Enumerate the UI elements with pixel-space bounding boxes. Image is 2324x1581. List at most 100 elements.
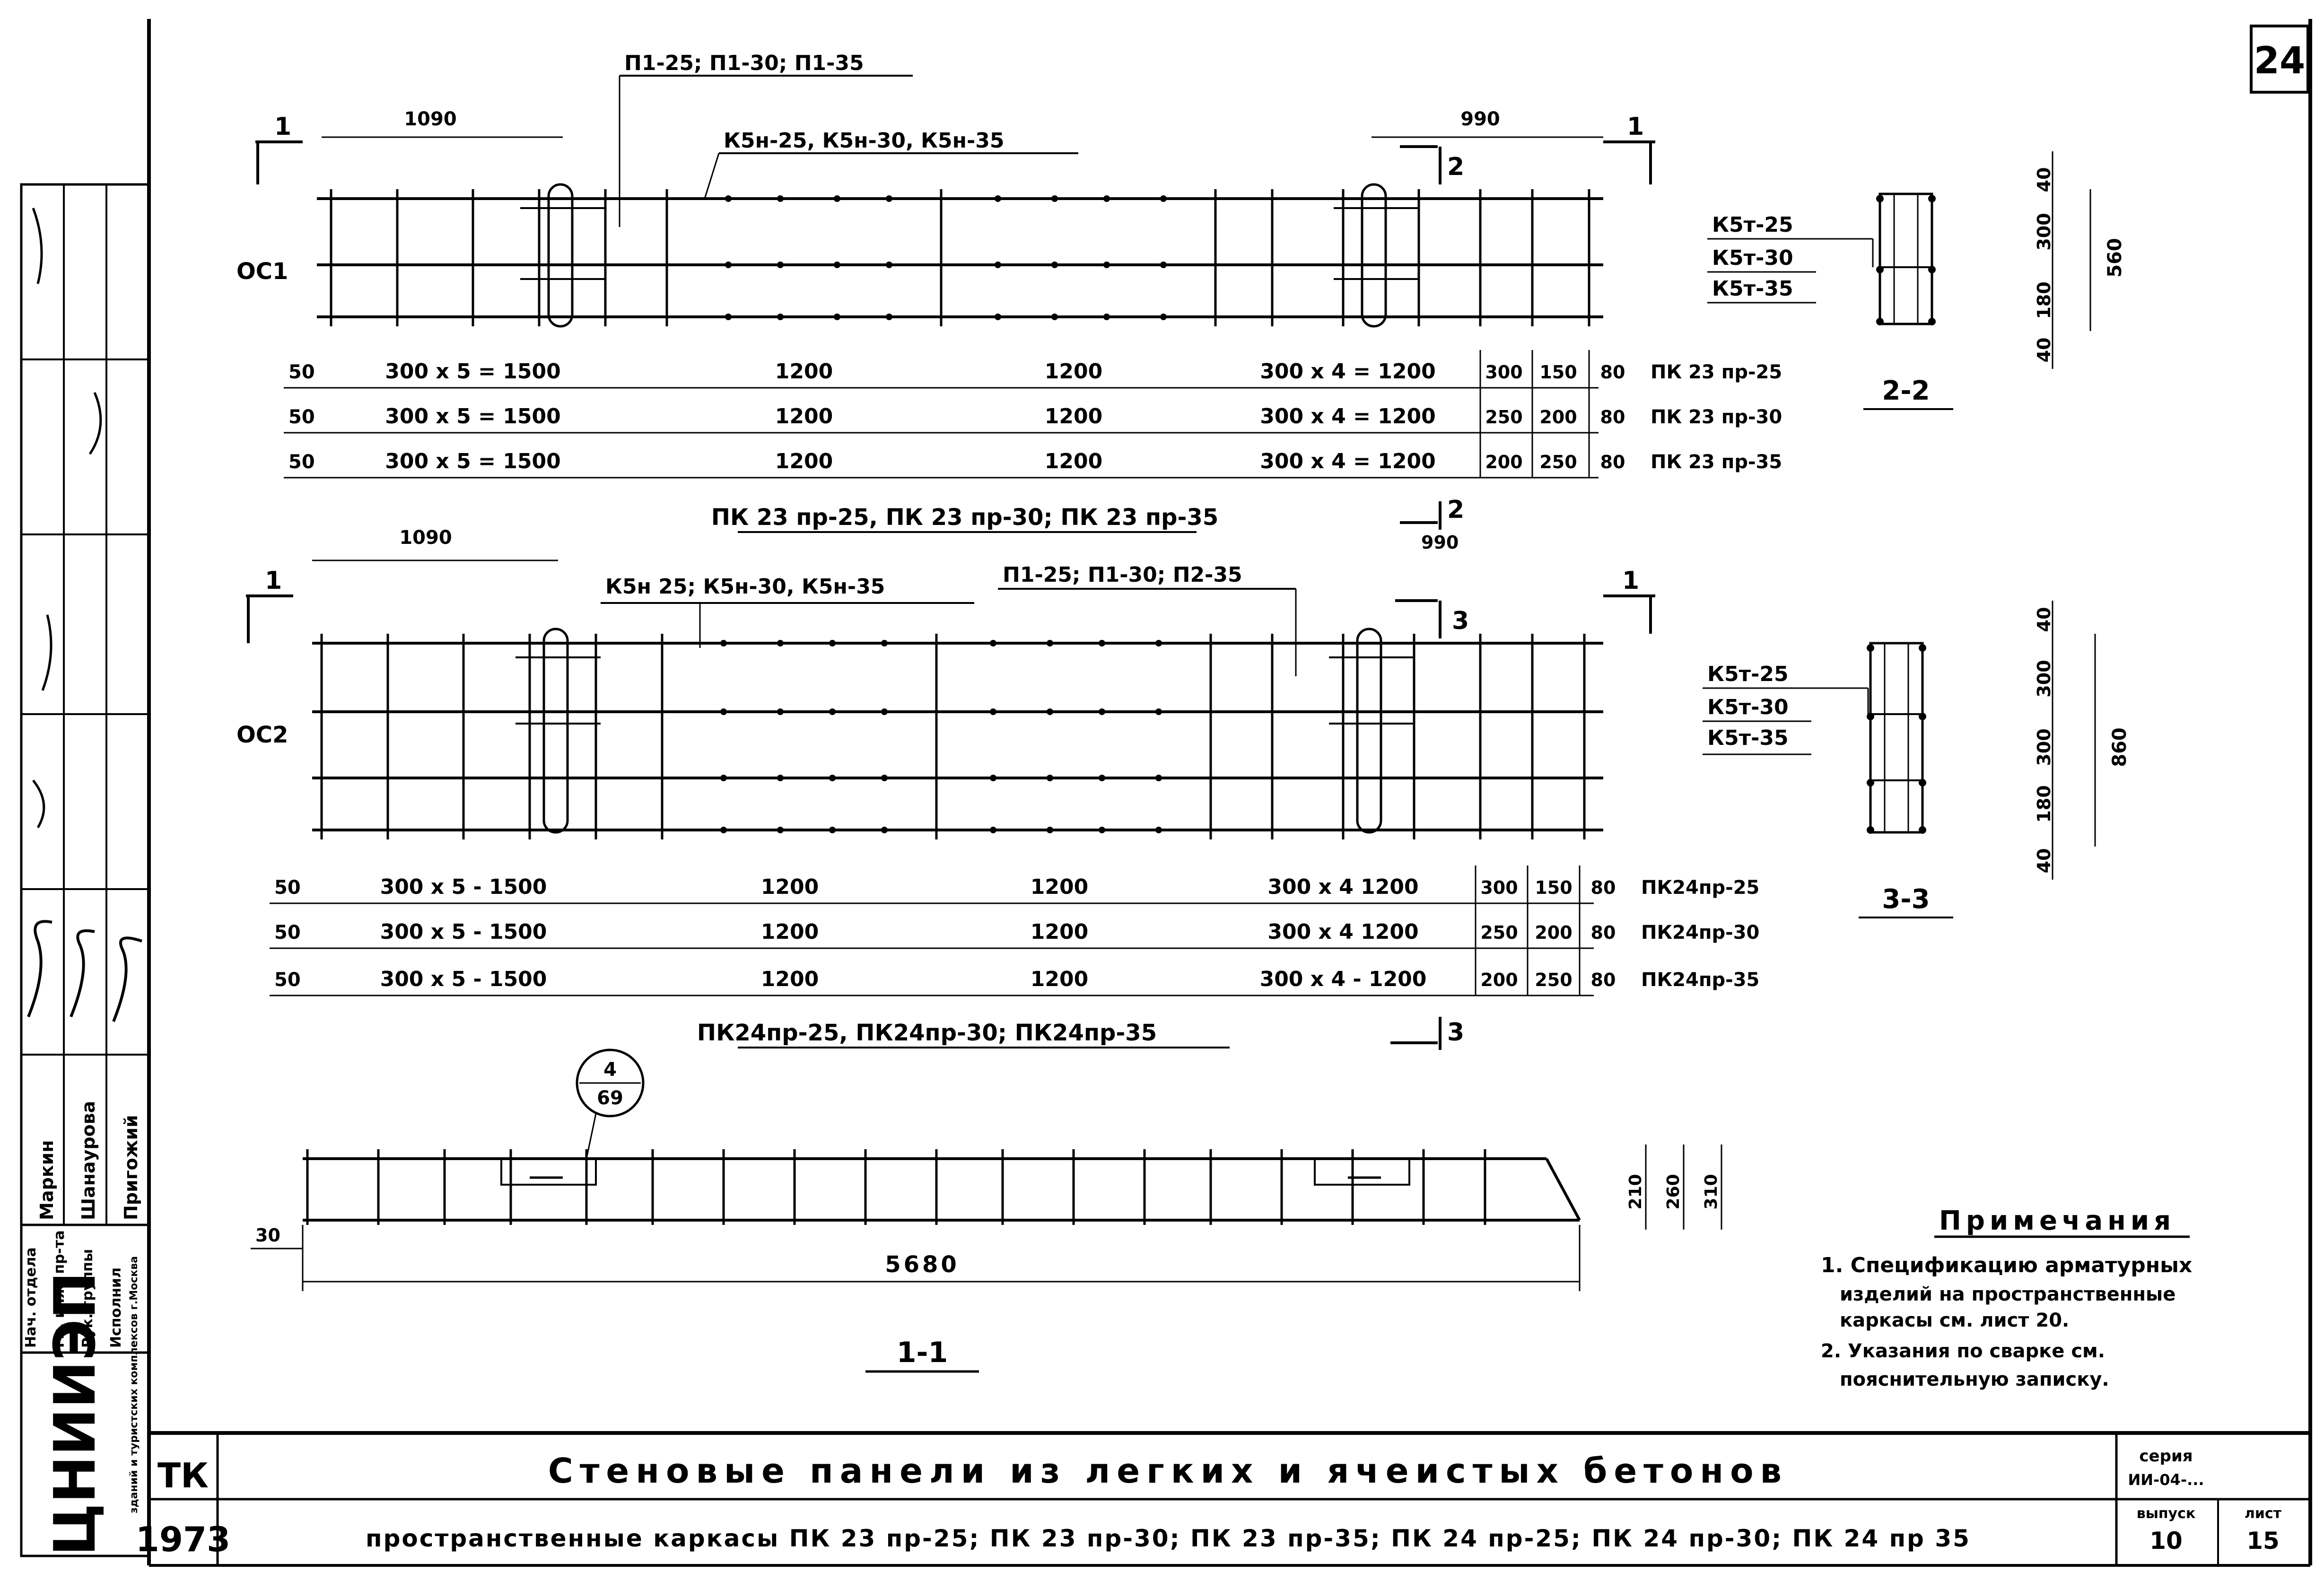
sheet-number-box: 24: [2250, 25, 2309, 94]
svg-text:300: 300: [2034, 728, 2054, 766]
svg-text:300 x 4 - 1200: 300 x 4 - 1200: [1260, 967, 1427, 991]
svg-text:300 x 4 = 1200: 300 x 4 = 1200: [1260, 359, 1435, 384]
svg-text:3: 3: [1447, 1018, 1464, 1047]
frame-os1-caption: ПК 23 пр-25, ПК 23 пр-30; ПК 23 пр-35: [711, 504, 1218, 531]
svg-text:1200: 1200: [775, 359, 833, 384]
notes: Примечания 1. Спецификацию арматурных из…: [1821, 1205, 2192, 1390]
frame-os1-dim-rows: 50 300 x 5 = 1500 1200 1200 300 x 4 = 12…: [284, 350, 1782, 479]
svg-text:990: 990: [1460, 108, 1500, 130]
svg-text:2. Указания по сварке см.: 2. Указания по сварке см.: [1821, 1340, 2105, 1362]
svg-text:30: 30: [255, 1225, 280, 1246]
svg-text:К5т-25: К5т-25: [1712, 213, 1793, 237]
svg-text:80: 80: [1591, 970, 1616, 990]
svg-text:1200: 1200: [775, 449, 833, 473]
svg-text:Пригожий: Пригожий: [121, 1115, 141, 1220]
org-code: ТК: [157, 1456, 209, 1495]
svg-text:1090: 1090: [404, 108, 456, 130]
svg-text:300: 300: [2034, 660, 2054, 697]
svg-text:300 x 4 1200: 300 x 4 1200: [1267, 875, 1418, 899]
section-3-3: К5т-25 К5т-30 К5т-35 40 300 300 180 40 8…: [1703, 601, 2131, 918]
svg-text:Маркин: Маркин: [36, 1140, 57, 1220]
svg-text:1: 1: [274, 113, 291, 141]
svg-text:80: 80: [1600, 407, 1625, 428]
svg-text:50: 50: [274, 969, 301, 991]
svg-text:300: 300: [1480, 877, 1518, 898]
svg-text:300 x 5 - 1500: 300 x 5 - 1500: [380, 875, 547, 899]
svg-text:300 x 4 = 1200: 300 x 4 = 1200: [1260, 404, 1435, 428]
svg-text:50: 50: [274, 922, 301, 943]
svg-text:ИИ-04-...: ИИ-04-...: [2128, 1471, 2204, 1489]
svg-text:300 x 5 = 1500: 300 x 5 = 1500: [385, 404, 560, 428]
svg-text:К5т-30: К5т-30: [1712, 246, 1793, 270]
svg-text:300 x 5 - 1500: 300 x 5 - 1500: [380, 967, 547, 991]
svg-text:изделий на пространственные: изделий на пространственные: [1840, 1284, 2175, 1305]
svg-text:1200: 1200: [1045, 449, 1102, 473]
svg-text:200: 200: [1535, 922, 1572, 943]
year: 1973: [136, 1520, 230, 1559]
callout-k5n-2: К5н 25; К5н-30, К5н-35: [605, 575, 885, 599]
svg-text:210: 210: [1626, 1174, 1645, 1209]
svg-text:серия: серия: [2139, 1447, 2193, 1466]
svg-text:1200: 1200: [775, 404, 833, 428]
svg-text:80: 80: [1591, 877, 1616, 898]
svg-text:300 x 5 = 1500: 300 x 5 = 1500: [385, 359, 560, 384]
frame-os2-id: ОС2: [236, 722, 288, 748]
svg-text:выпуск: выпуск: [2137, 1505, 2196, 1522]
section-1-1-caption: 1-1: [897, 1336, 948, 1369]
svg-text:80: 80: [1591, 922, 1616, 943]
svg-text:каркасы см. лист 20.: каркасы см. лист 20.: [1840, 1310, 2069, 1331]
svg-text:300 x 5 = 1500: 300 x 5 = 1500: [385, 449, 560, 473]
svg-text:К5т-35: К5т-35: [1712, 277, 1793, 301]
svg-text:Шанаурова: Шанаурова: [78, 1101, 99, 1220]
svg-text:1200: 1200: [1045, 359, 1102, 384]
svg-text:990: 990: [1421, 532, 1459, 553]
svg-text:50: 50: [288, 406, 315, 428]
frame-os2-caption: ПК24пр-25, ПК24пр-30; ПК24пр-35: [697, 1020, 1157, 1046]
subtitle: пространственные каркасы ПК 23 пр-25; ПК…: [366, 1525, 1971, 1552]
section-2-2-caption: 2-2: [1882, 376, 1930, 406]
callout-p1: П1-25; П1-30; П1-35: [624, 51, 864, 75]
notes-heading: Примечания: [1939, 1205, 2175, 1236]
svg-text:180: 180: [2034, 785, 2054, 822]
svg-text:1: 1: [1627, 113, 1644, 141]
svg-text:560: 560: [2104, 238, 2126, 278]
signatures: [27, 920, 142, 1022]
svg-text:200: 200: [1539, 407, 1577, 428]
svg-text:1200: 1200: [761, 875, 819, 899]
svg-text:250: 250: [1480, 922, 1518, 943]
frame-os2-dim-rows: 50 300 x 5 - 1500 1200 1200 300 x 4 1200…: [270, 865, 1759, 996]
svg-text:200: 200: [1485, 452, 1522, 472]
svg-text:1200: 1200: [761, 967, 819, 991]
sheet-number: 24: [2254, 40, 2306, 82]
svg-text:1. Спецификацию арматурных: 1. Спецификацию арматурных: [1821, 1253, 2192, 1277]
svg-text:Нач. отдела: Нач. отдела: [23, 1247, 39, 1348]
section-3-3-caption: 3-3: [1882, 884, 1930, 915]
svg-text:50: 50: [288, 361, 315, 383]
svg-text:860: 860: [2109, 727, 2131, 767]
svg-text:300 x 4 = 1200: 300 x 4 = 1200: [1260, 449, 1435, 473]
svg-text:250: 250: [1535, 970, 1572, 990]
svg-text:ПК24пр-35: ПК24пр-35: [1641, 969, 1759, 991]
svg-text:40: 40: [2034, 167, 2054, 192]
svg-text:50: 50: [288, 451, 315, 473]
svg-text:Гл. инж. пр-та: Гл. инж. пр-та: [51, 1230, 68, 1348]
svg-text:300: 300: [2034, 213, 2054, 250]
institute-name: ЦНИИЭП: [43, 1272, 108, 1556]
svg-text:250: 250: [1539, 452, 1577, 472]
svg-text:2: 2: [1447, 153, 1464, 181]
section-2-2: К5т-25 К5т-30 К5т-35 40 300 180 40 560 2…: [1707, 151, 2126, 410]
svg-text:150: 150: [1535, 877, 1572, 898]
svg-text:80: 80: [1600, 452, 1625, 472]
svg-text:Рук. группы: Рук. группы: [79, 1249, 96, 1348]
svg-text:зданий и туристских комплексов: зданий и туристских комплексов г.Москва: [128, 1256, 140, 1513]
svg-text:40: 40: [2034, 607, 2054, 632]
svg-text:1200: 1200: [1031, 967, 1088, 991]
svg-text:ПК 23 пр-35: ПК 23 пр-35: [1651, 451, 1782, 473]
callout-p1-2: П1-25; П1-30; П2-35: [1003, 563, 1242, 587]
svg-text:ПК24пр-30: ПК24пр-30: [1641, 922, 1759, 943]
svg-text:1200: 1200: [1045, 404, 1102, 428]
svg-text:40: 40: [2034, 848, 2054, 873]
frame-os1-id: ОС1: [236, 258, 288, 285]
svg-text:1: 1: [1622, 567, 1639, 595]
